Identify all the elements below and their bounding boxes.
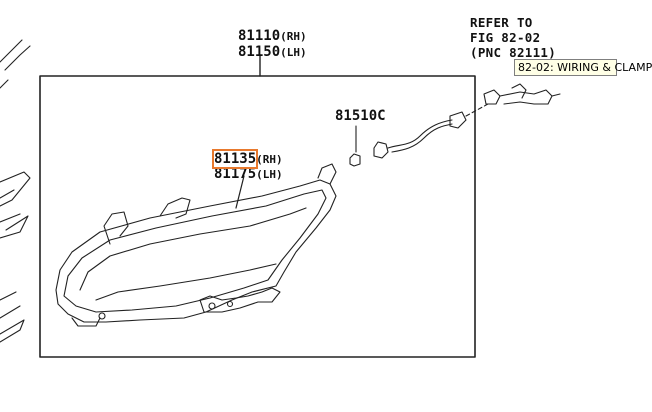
- headlamp-reflector: [79, 207, 307, 301]
- mount-bracket: [199, 287, 281, 313]
- lens-pn-lh[interactable]: 81175: [214, 166, 257, 182]
- assembly-frame: [39, 75, 476, 358]
- assembly-rh-tag: (RH): [280, 30, 307, 43]
- diagram-drawing: [0, 39, 561, 358]
- vehicle-fragment-low: [0, 291, 25, 343]
- lens-leader: [235, 175, 245, 209]
- vehicle-fragment-top: [0, 39, 31, 89]
- bulb-socket: [373, 141, 389, 159]
- bulb-pn[interactable]: 81510C: [335, 108, 386, 124]
- connector: [449, 111, 467, 129]
- parts-diagram: 81110(RH) 81150(LH) 81135(RH) 81175(LH) …: [0, 15, 652, 358]
- lens-lh-tag: (LH): [256, 168, 283, 181]
- socket-wire: [387, 119, 453, 149]
- reference-line1: REFER TO: [470, 15, 533, 30]
- lens-pn-rh-highlighted[interactable]: 81135: [211, 149, 259, 169]
- assembly-lh-tag: (LH): [280, 46, 307, 59]
- vehicle-fragment-mid: [0, 171, 31, 239]
- reference-line2: FIG 82-02: [470, 30, 541, 45]
- lens-rh-tag: (RH): [256, 153, 283, 166]
- lens-label[interactable]: 81135(RH) 81175(LH): [211, 148, 283, 182]
- headlamp-lens: [63, 189, 327, 313]
- assembly-pn-lh[interactable]: 81150: [238, 44, 281, 60]
- assembly-pn-rh[interactable]: 81110: [238, 28, 281, 44]
- reference-leader: [465, 103, 489, 117]
- reference-label[interactable]: REFER TO FIG 82-02 (PNC 82111): [470, 15, 556, 60]
- reference-tooltip: 82-02: WIRING & CLAMP: [514, 59, 652, 76]
- assembly-label[interactable]: 81110(RH) 81150(LH): [238, 25, 307, 60]
- bulb: [349, 153, 361, 167]
- headlamp-housing: [55, 179, 337, 323]
- reference-connector: [483, 89, 553, 105]
- reference-line3: (PNC 82111): [470, 45, 557, 60]
